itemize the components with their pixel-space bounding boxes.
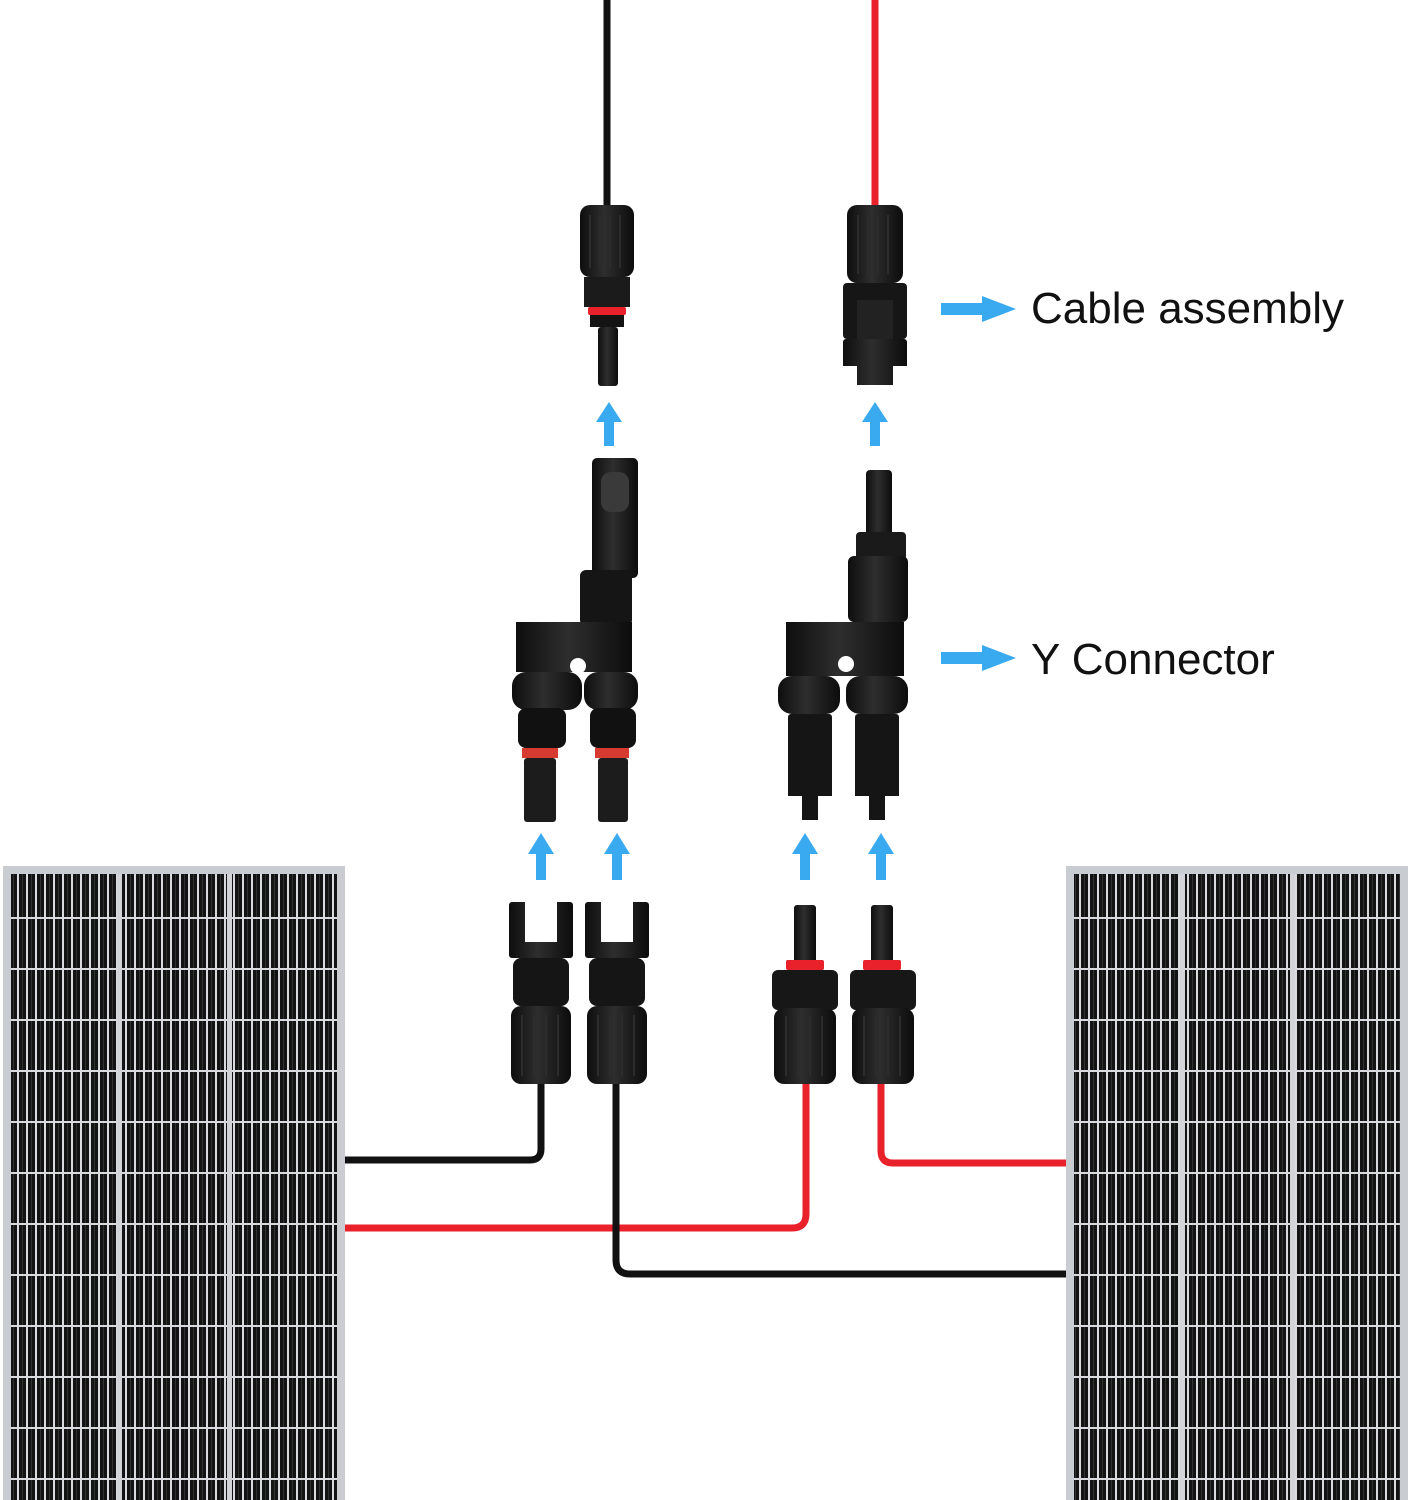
arrow-up-icon	[596, 402, 622, 446]
arrow-up-icon	[792, 833, 818, 880]
arrow-right-icon	[941, 296, 1016, 322]
arrow-right-icon	[941, 645, 1016, 671]
cable-assembly-negative	[580, 205, 634, 386]
left-panel-positive-wire	[345, 1080, 810, 1232]
arrow-up-icon	[528, 833, 554, 880]
right-panel-positive-wire	[877, 1080, 1066, 1167]
arrow-up-icon	[604, 833, 630, 880]
solar-panel-left	[3, 866, 345, 1500]
cable-assembly-positive	[843, 205, 907, 386]
arrow-up-icon	[868, 833, 894, 880]
left-panel-negative-wire	[345, 1080, 545, 1164]
wires	[345, 0, 1066, 1278]
y-connector-label: Y Connector	[1031, 635, 1275, 684]
arrow-up-icon	[862, 402, 888, 446]
right-arrows	[941, 296, 1016, 671]
solar-panel-right	[1066, 866, 1408, 1500]
panel-connector-male-2	[850, 905, 916, 1084]
panel-connector-female-1	[509, 902, 573, 1084]
y-connector-positive	[778, 470, 908, 820]
cable-assembly-label: Cable assembly	[1031, 284, 1345, 333]
right-panel-negative-wire	[612, 1080, 1066, 1278]
panel-connector-female-2	[585, 902, 649, 1084]
up-arrows	[528, 402, 894, 880]
panel-connector-male-1	[772, 905, 838, 1084]
y-connector-negative	[512, 458, 638, 822]
